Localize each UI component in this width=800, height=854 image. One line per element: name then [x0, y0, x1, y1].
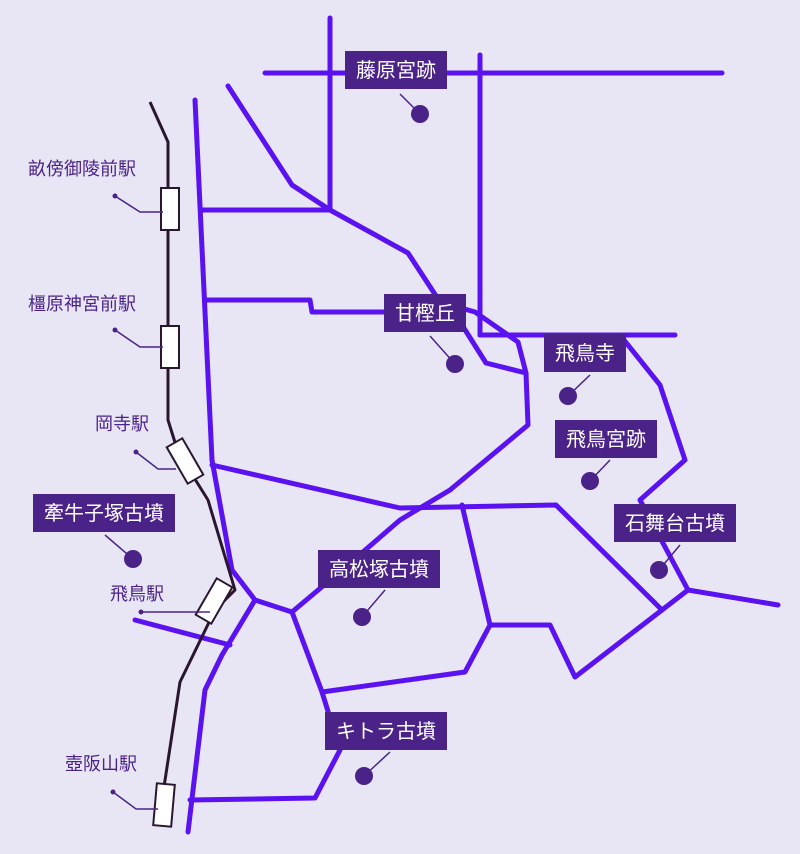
station-marker-unebi: [160, 187, 180, 231]
station-marker-okadera: [165, 436, 205, 486]
site-label-asukamiya: 飛鳥宮跡: [555, 420, 657, 458]
site-label-ishibutai: 石舞台古墳: [614, 504, 736, 542]
road: [617, 332, 691, 593]
station-leader: [112, 791, 158, 810]
station-leader: [114, 195, 163, 213]
site-pin-kengoshi: [124, 550, 142, 568]
site-pins: [104, 93, 681, 785]
road: [202, 297, 433, 315]
station-marker-tsubosaka: [152, 782, 176, 828]
station-marker-asuka: [194, 576, 234, 626]
site-pin-fujiwara: [411, 105, 429, 123]
site-pin-asukadera: [559, 387, 577, 405]
road-network: [132, 15, 781, 835]
site-pin-asukamiya: [581, 472, 599, 490]
road: [487, 587, 781, 680]
station-label-okadera: 岡寺駅: [95, 414, 149, 435]
road: [225, 83, 443, 305]
station-marker-kashihara: [160, 325, 180, 369]
site-label-asukadera: 飛鳥寺: [544, 334, 626, 372]
site-label-takamatsu: 高松塚古墳: [318, 550, 440, 588]
site-label-kengoshi: 牽牛子塚古墳: [33, 494, 175, 532]
station-leader: [114, 329, 163, 348]
road: [187, 597, 343, 803]
station-label-asuka: 飛鳥駅: [110, 584, 164, 605]
station-leaders: [110, 193, 210, 810]
station-label-unebi: 畝傍御陵前駅: [28, 159, 136, 180]
station-label-tsubosaka: 壺阪山駅: [65, 754, 137, 775]
site-pin-amakashi: [446, 355, 464, 373]
site-pin-kitora: [355, 767, 373, 785]
station-label-kashihara: 橿原神宮前駅: [28, 294, 136, 315]
site-label-amakashi: 甘樫丘: [384, 294, 466, 332]
site-label-fujiwara: 藤原宮跡: [345, 51, 447, 89]
rail-track: [148, 101, 237, 801]
road: [319, 502, 493, 695]
station-leader: [135, 451, 176, 470]
site-pin-takamatsu: [353, 608, 371, 626]
site-label-kitora: キトラ古墳: [325, 712, 447, 750]
road: [132, 617, 233, 648]
road: [209, 462, 665, 613]
site-pin-ishibutai: [650, 561, 668, 579]
